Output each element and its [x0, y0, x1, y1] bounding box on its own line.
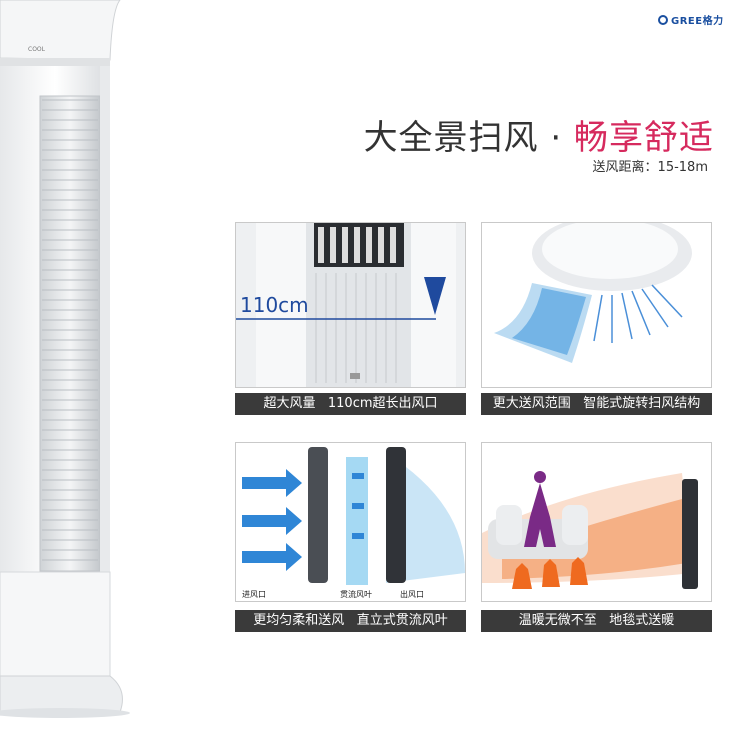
title-part-2: 畅享舒适 [574, 118, 714, 158]
page-title: 大全景扫风 · 畅享舒适 [364, 110, 714, 159]
caption-text-a: 更大送风范围 [492, 396, 571, 411]
caption-crossflow: 更均匀柔和送风 直立式贯流风叶 [235, 610, 466, 632]
caption-text-a: 更均匀柔和送风 [253, 613, 345, 628]
vent-slats [318, 227, 396, 263]
outlet-label: 出风口 [400, 590, 424, 599]
caption-text-b: 110cm超长出风口 [327, 396, 438, 411]
delivery-distance-text: 送风距离：15-18m [592, 160, 708, 175]
crossflow-diagram-image [236, 443, 465, 601]
wide-swing-panel [481, 222, 712, 388]
caption-swing: 更大送风范围 智能式旋转扫风结构 [481, 393, 712, 415]
outlet-height-panel: 110cm [235, 222, 466, 388]
warm-arrow-icons [512, 557, 588, 589]
caption-outlet: 超大风量 110cm超长出风口 [235, 393, 466, 415]
caption-text-a: 温暖无微不至 [518, 613, 597, 628]
height-measure-label: 110cm [240, 293, 309, 317]
person-icon [524, 483, 556, 547]
blade-label: 贯流风叶 [340, 590, 372, 599]
brand-logo: GREE格力 [658, 12, 724, 27]
grille-slats [42, 99, 98, 561]
caption-text-b: 智能式旋转扫风结构 [583, 396, 701, 411]
caption-text-b: 直立式贯流风叶 [356, 613, 448, 628]
crossflow-blade-panel: 进风口 贯流风叶 出风口 [235, 442, 466, 602]
swing-airflow-image [482, 223, 711, 387]
gree-logo-icon [658, 14, 668, 25]
warm-carpet-panel [481, 442, 712, 602]
warm-air-image [482, 443, 711, 601]
arrow-down-icon [424, 277, 446, 315]
tower-logo-text: COOL [28, 46, 46, 53]
caption-warm: 温暖无微不至 地毯式送暖 [481, 610, 712, 632]
airflow-arrow-icons [242, 469, 302, 571]
title-part-1: 大全景扫风 · [363, 118, 574, 158]
inlet-label: 进风口 [242, 590, 266, 599]
caption-text-b: 地毯式送暖 [609, 613, 675, 628]
brand-name: GREE格力 [671, 16, 724, 27]
air-conditioner-tower-image: COOL [0, 0, 130, 718]
caption-text-a: 超大风量 [263, 396, 316, 411]
outlet-closeup-image [236, 223, 465, 387]
